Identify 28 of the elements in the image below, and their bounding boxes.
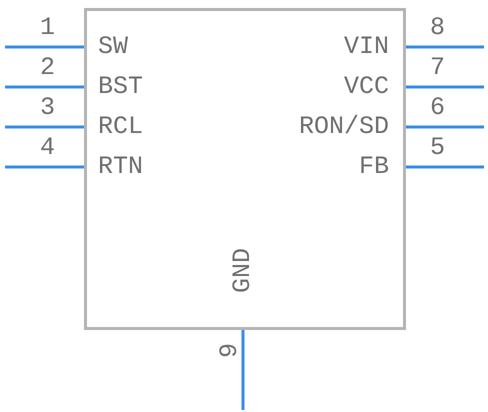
pin-line [406, 86, 484, 88]
chip-body [84, 8, 406, 330]
pin-name: SW [98, 34, 128, 60]
pin-line [5, 126, 84, 128]
pin-name: VCC [344, 74, 389, 100]
pin-number: 6 [430, 95, 446, 121]
pin-name: RON/SD [298, 114, 389, 140]
pin-number: 9 [217, 343, 243, 358]
pin-line [5, 166, 84, 168]
pin-name: GND [230, 248, 256, 294]
pin-line [5, 46, 84, 48]
pin-number: 2 [40, 55, 56, 81]
pin-number: 1 [40, 15, 56, 41]
pin-name: RCL [98, 114, 144, 140]
pin-name: BST [98, 74, 144, 100]
pin-line [242, 330, 244, 410]
pin-number: 7 [430, 55, 446, 81]
pin-line [5, 86, 84, 88]
pin-line [406, 166, 484, 168]
pin-name: FB [358, 154, 389, 180]
pin-number: 4 [40, 135, 56, 161]
pin-number: 3 [40, 95, 56, 121]
pin-name: RTN [98, 154, 144, 180]
pin-number: 5 [430, 135, 446, 161]
pin-name: VIN [344, 34, 389, 60]
pin-line [406, 46, 484, 48]
pin-line [406, 126, 484, 128]
pin-number: 8 [430, 15, 446, 41]
